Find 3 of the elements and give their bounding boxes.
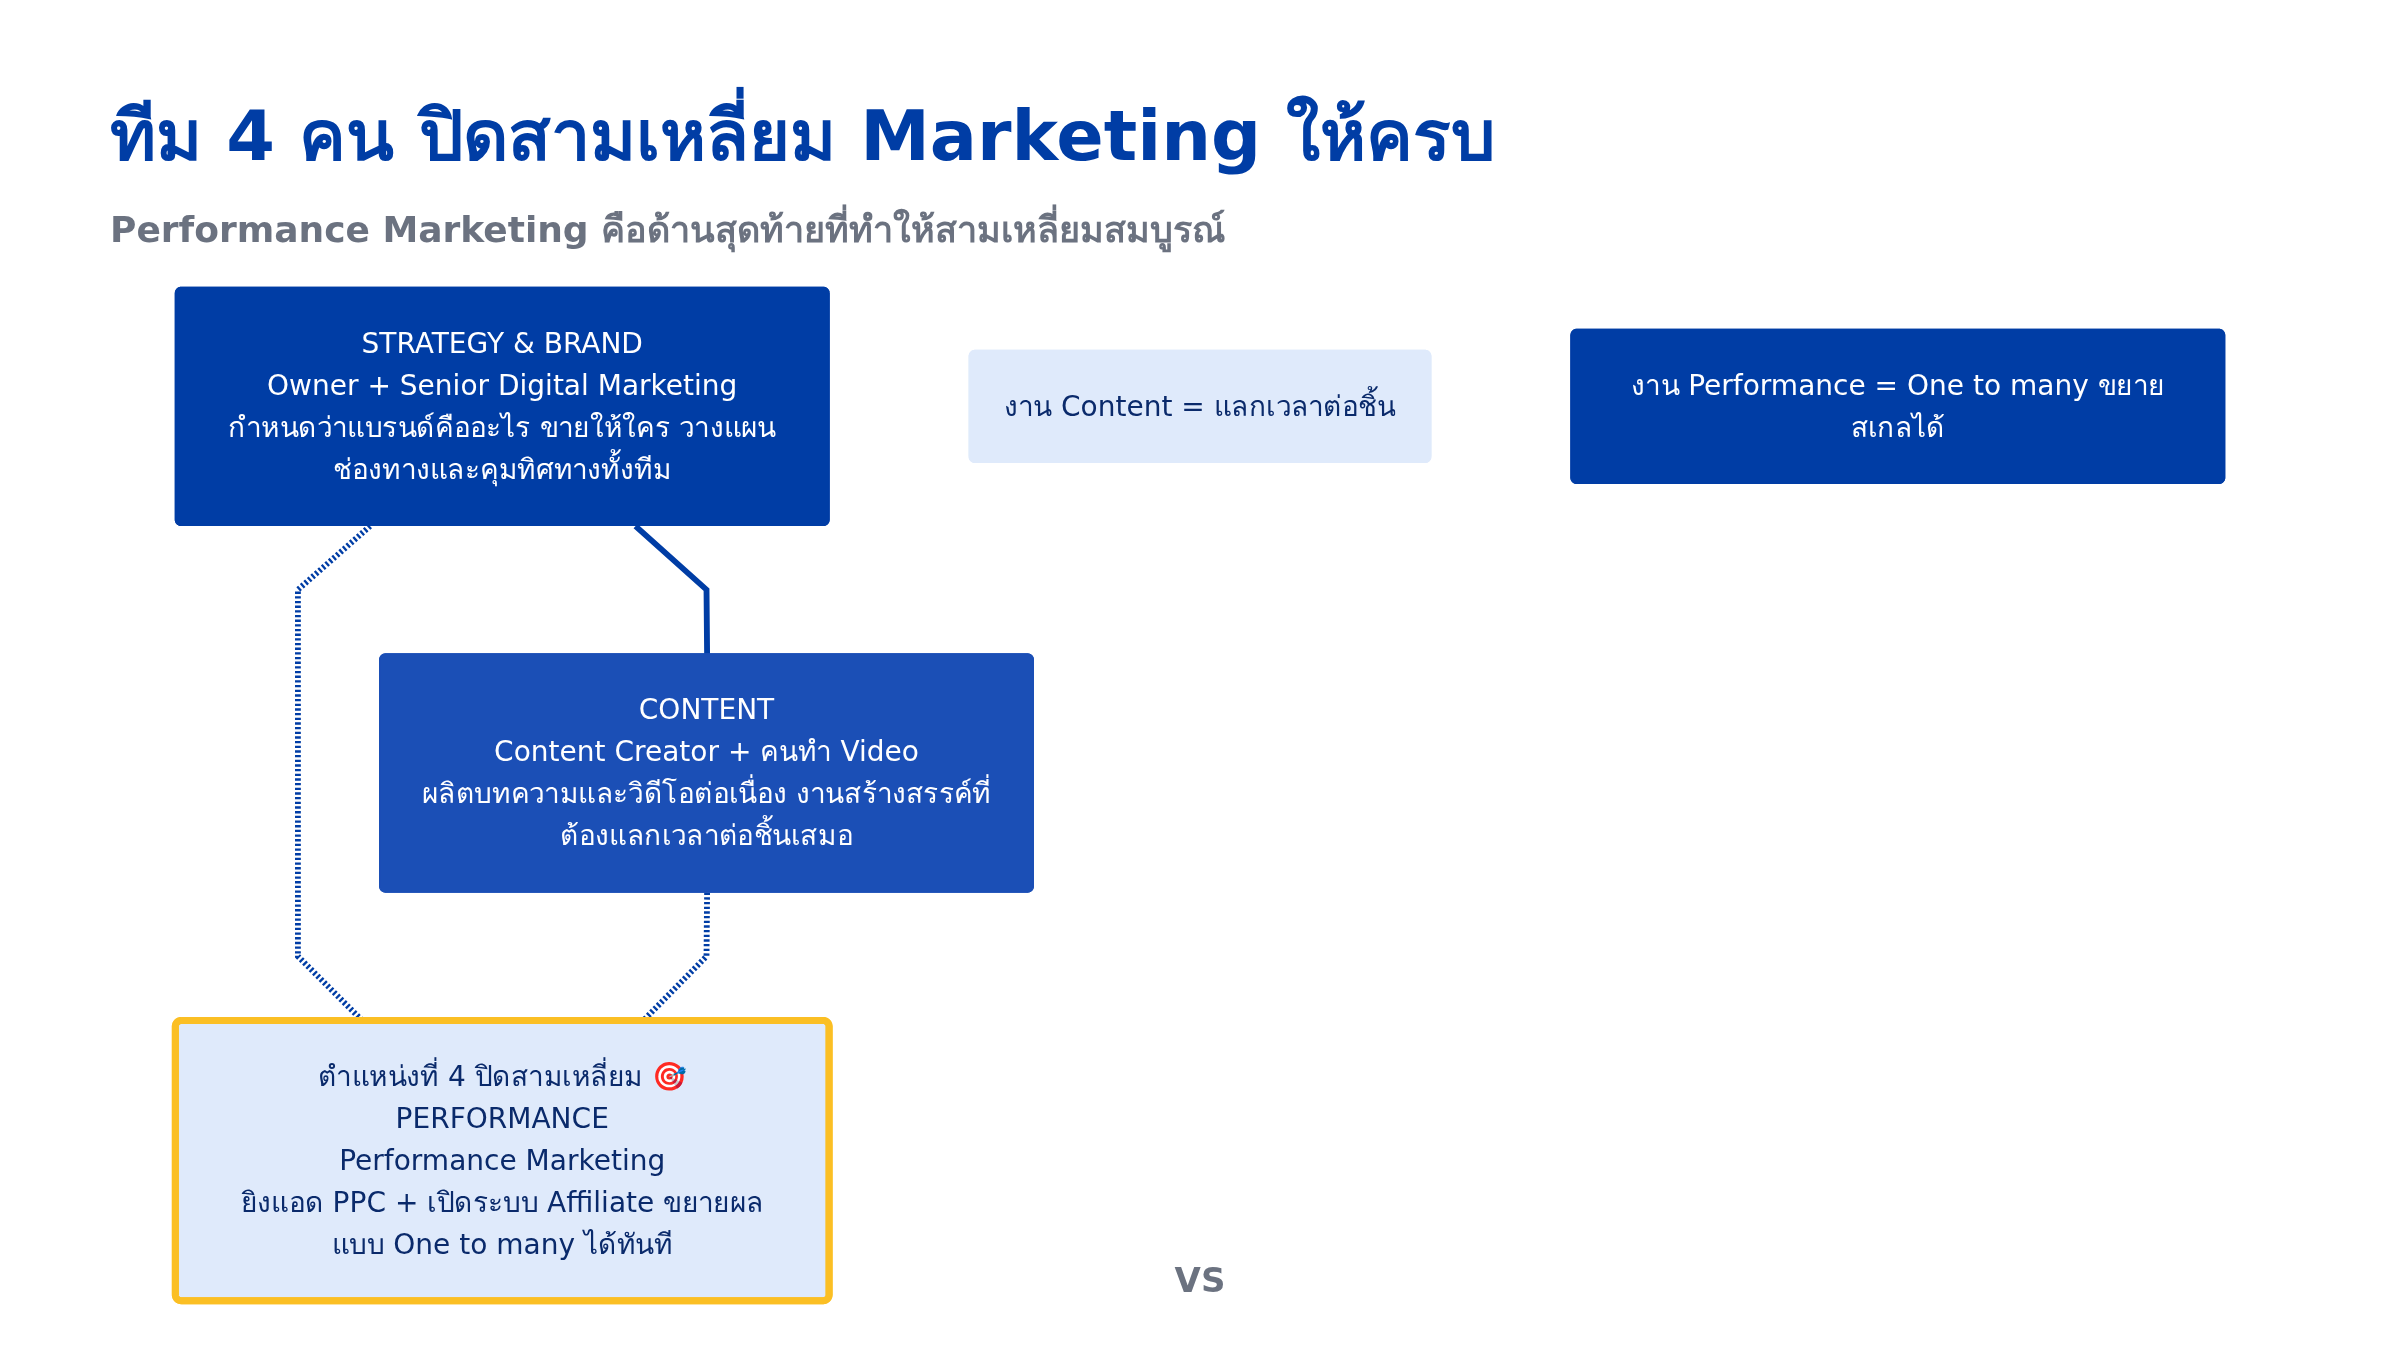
vs-label: VS — [1174, 1260, 1226, 1300]
subtitle: Performance Marketing คือด้านสุดท้ายที่ทำให้สามเหลี่ยมสมบูรณ์ — [110, 201, 1226, 258]
title: ทีม 4 คน ปิดสามเหลี่ยม Marketing ให้ครบ — [110, 80, 1495, 191]
